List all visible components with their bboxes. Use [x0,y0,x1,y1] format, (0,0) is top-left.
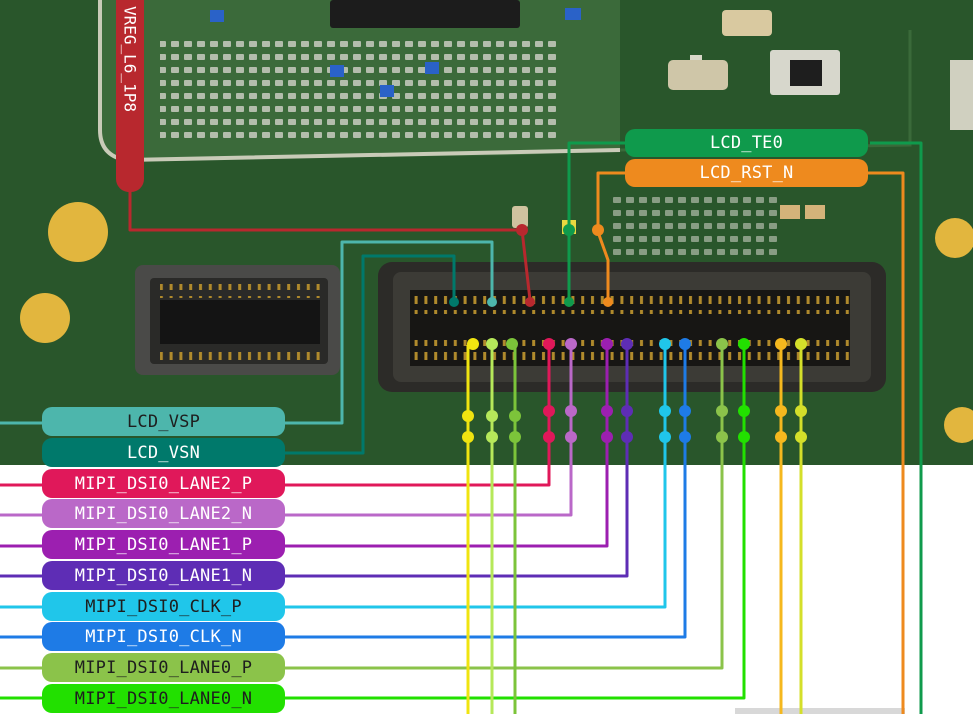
label-mipi-dsi0-clk-p: MIPI_DSI0_CLK_P [42,592,285,621]
gold-pad [944,407,973,443]
label-mipi-dsi0-lane2-p: MIPI_DSI0_LANE2_P [42,469,285,498]
chip [330,0,520,28]
label-mipi-dsi0-lane1-p: MIPI_DSI0_LANE1_P [42,530,285,559]
label-mipi-dsi0-clk-n: MIPI_DSI0_CLK_N [42,622,285,651]
gold-pad [48,202,108,262]
gold-pad [935,218,973,258]
pin-markers [449,224,807,443]
label-mipi-dsi0-lane0-p: MIPI_DSI0_LANE0_P [42,653,285,682]
label-mipi-dsi0-lane2-n: MIPI_DSI0_LANE2_N [42,499,285,528]
label-lcd-vsn: LCD_VSN [42,438,285,467]
label-lcd-rst-n: LCD_RST_N [625,159,868,187]
label-mipi-dsi0-lane1-n: MIPI_DSI0_LANE1_N [42,561,285,590]
gold-pad [20,293,70,343]
label-mipi-dsi0-lane0-n: MIPI_DSI0_LANE0_N [42,684,285,713]
label-vreg-l6-1p8-text: VREG_L6_1P8 [120,6,140,112]
label-lcd-vsp: LCD_VSP [42,407,285,436]
label-lcd-te0: LCD_TE0 [625,129,868,157]
label-vreg-l6-1p8: VREG_L6_1P8 [116,0,144,192]
